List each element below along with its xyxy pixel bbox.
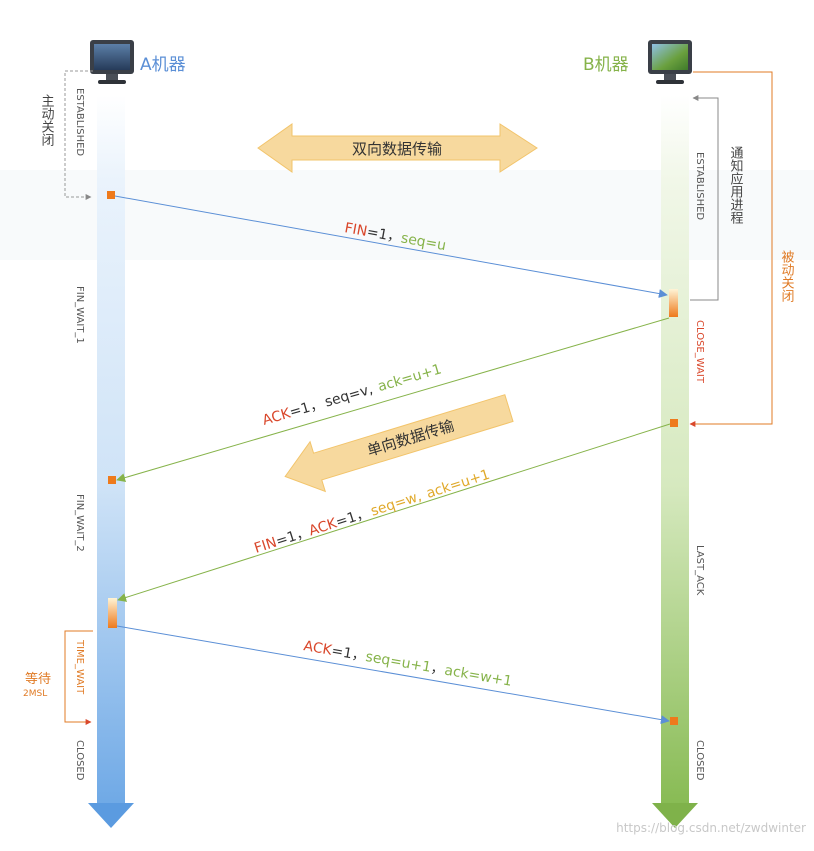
msg3-label: FIN=1，ACK=1，seq=w,ack=u+1 (252, 467, 492, 557)
msg3-line (117, 423, 671, 602)
b-state-closed: CLOSED (694, 740, 705, 781)
b-state-established: ESTABLISHED (694, 152, 705, 220)
timeline-b (652, 95, 698, 828)
b-notify-app-label: 通知应用进程 (728, 146, 744, 225)
msg2-label: ACK=1，seq=v,ack=u+1 (261, 361, 444, 429)
a-fin-recv-bar (108, 598, 117, 628)
a-active-close-label: 主动关闭 (39, 94, 55, 147)
computer-b-icon (648, 40, 692, 84)
timeline-a (88, 95, 134, 828)
msg4-line (116, 625, 670, 725)
a-fin-send-marker (107, 191, 115, 199)
b-ack-recv-marker (670, 717, 678, 725)
unidirectional-arrow (284, 394, 514, 493)
b-fin-send-marker (670, 419, 678, 427)
msg1-line (114, 195, 668, 298)
msg4-label: ACK=1，seq=u+1，ack=w+1 (302, 638, 513, 690)
msg1-label: FIN=1，seq=u (343, 220, 447, 254)
b-state-last-ack: LAST_ACK (694, 545, 705, 596)
a-state-fin-wait-1: FIN_WAIT_1 (74, 286, 85, 344)
b-fin-recv-bar (669, 289, 678, 317)
b-notify-bracket (690, 95, 719, 301)
watermark: https://blog.csdn.net/zwdwinter (616, 821, 806, 835)
a-active-close-bracket (64, 70, 93, 200)
bidirectional-label: 双向数据传输 (352, 140, 442, 158)
svg-text:FIN=1，seq=u: FIN=1，seq=u (343, 220, 447, 254)
a-state-fin-wait-2: FIN_WAIT_2 (74, 494, 85, 552)
msg2-line (116, 317, 670, 483)
machine-a-label: A机器 (140, 55, 186, 75)
svg-text:ACK=1，seq=v,ack=u+1: ACK=1，seq=v,ack=u+1 (261, 361, 444, 429)
svg-text:ACK=1，seq=u+1，ack=w+1: ACK=1，seq=u+1，ack=w+1 (302, 638, 513, 690)
a-state-established: ESTABLISHED (74, 88, 85, 156)
a-wait-label: 等待 (25, 671, 51, 687)
a-state-closed: CLOSED (74, 740, 85, 781)
computer-a-icon (90, 40, 134, 84)
b-state-close-wait: CLOSE_WAIT (694, 320, 705, 384)
a-state-time-wait: TIME_WAIT (74, 639, 85, 695)
machine-b-label: B机器 (583, 55, 629, 75)
b-passive-close-bracket (689, 71, 773, 427)
b-passive-close-label: 被动关闭 (779, 250, 795, 303)
a-wait-2msl: 2MSL (23, 689, 47, 699)
a-ack-recv-marker (108, 476, 116, 484)
svg-text:FIN=1，ACK=1，seq=w,ack=u+1: FIN=1，ACK=1，seq=w,ack=u+1 (252, 467, 492, 557)
a-time-wait-bracket (64, 630, 93, 725)
bidirectional-arrow (257, 123, 538, 173)
